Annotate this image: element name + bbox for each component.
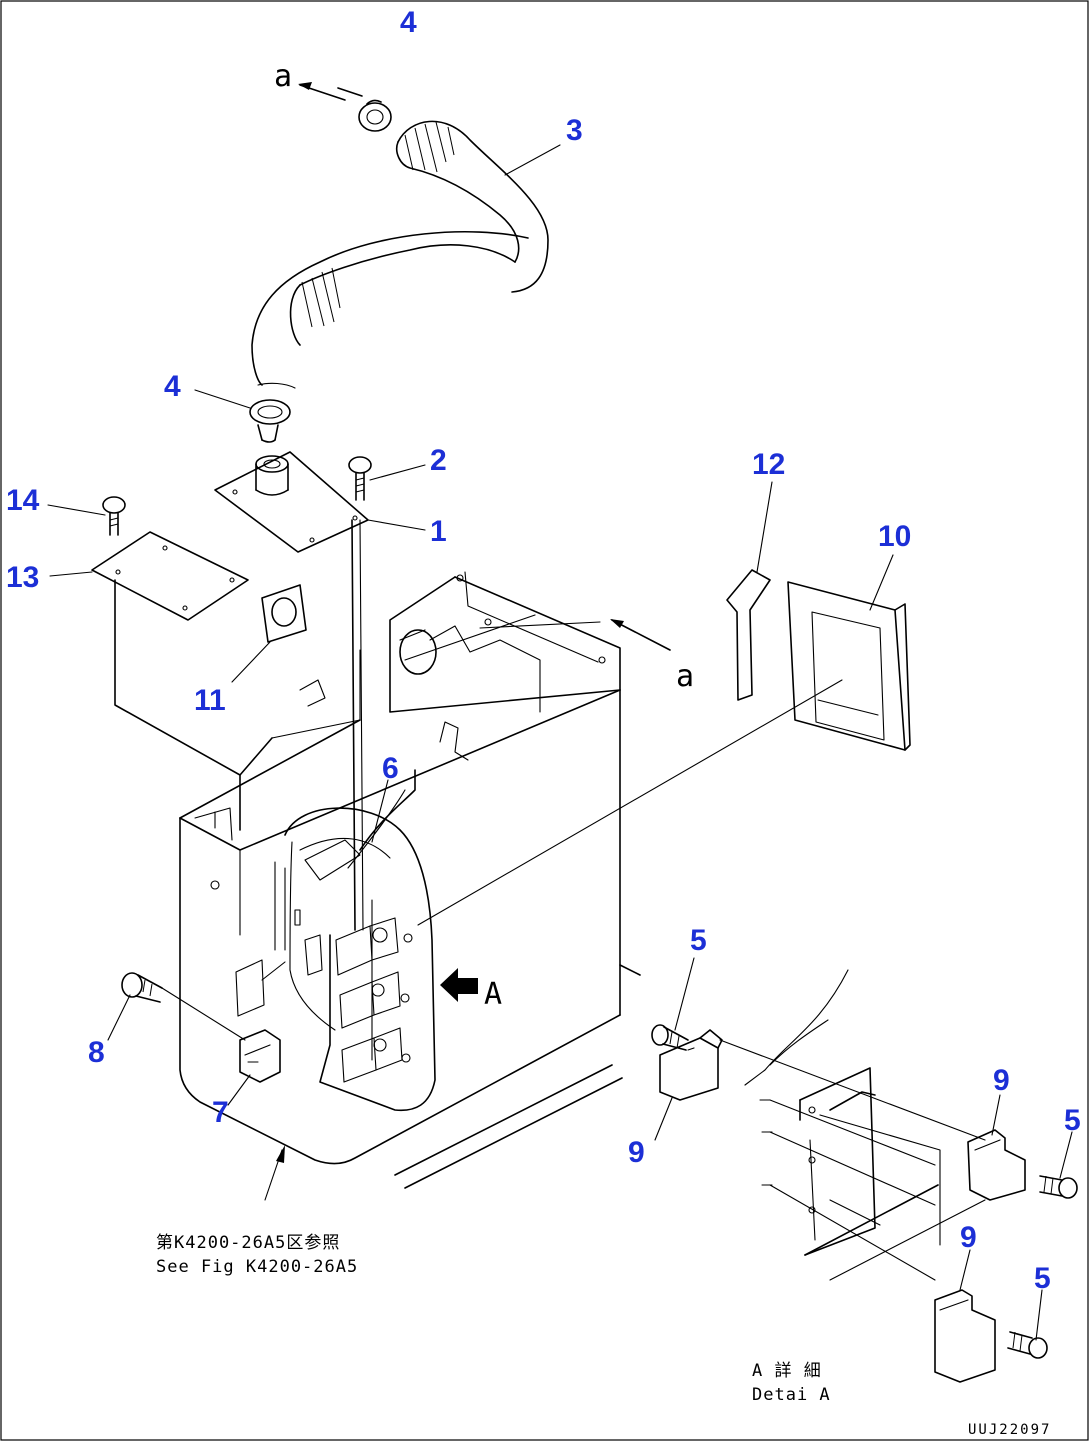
label-9-c: 9 bbox=[960, 1221, 977, 1254]
label-4-top: 4 bbox=[400, 6, 417, 39]
label-6: 6 bbox=[382, 752, 399, 785]
ref-a-right-text: a bbox=[676, 659, 694, 694]
hose-clamp-bottom-part bbox=[249, 399, 291, 443]
label-5-c: 5 bbox=[1034, 1262, 1051, 1295]
label-9-b: 9 bbox=[993, 1064, 1010, 1097]
label-12: 12 bbox=[752, 448, 785, 481]
hose-part bbox=[251, 120, 549, 389]
main-box bbox=[114, 519, 843, 1201]
label-7: 7 bbox=[212, 1096, 229, 1129]
ref-arrow-a-right: a bbox=[610, 619, 694, 694]
label-5-a: 5 bbox=[690, 924, 707, 957]
label-9-a: 9 bbox=[628, 1136, 645, 1169]
window-panel-part bbox=[787, 581, 911, 751]
leader-5c bbox=[1035, 1289, 1043, 1341]
cover-plate-part bbox=[214, 451, 369, 553]
leader-13 bbox=[49, 571, 93, 577]
leader-5b bbox=[1059, 1131, 1073, 1179]
detail-en: Detai A bbox=[752, 1385, 831, 1405]
leader-9a bbox=[654, 1097, 673, 1141]
hose-clamp-top-part bbox=[337, 87, 392, 132]
bolt-left-part bbox=[102, 496, 126, 536]
leader-4b bbox=[194, 389, 251, 409]
leader-10 bbox=[869, 554, 894, 611]
clip-part bbox=[239, 1029, 281, 1083]
view-a-text: A bbox=[484, 977, 502, 1012]
view-a-arrow: A bbox=[440, 968, 502, 1012]
leader-14 bbox=[47, 504, 106, 516]
cover-left-part bbox=[91, 531, 249, 621]
see-fig-jp: 第K4200-26A5区参照 bbox=[156, 1233, 340, 1253]
ref-a-top-text: a bbox=[274, 59, 292, 94]
label-14: 14 bbox=[6, 484, 40, 517]
drawing-code: UUJ22097 bbox=[968, 1422, 1051, 1438]
label-4-bottom: 4 bbox=[164, 370, 181, 403]
leader-9b bbox=[991, 1094, 1001, 1136]
detail-jp: A 詳 細 bbox=[752, 1361, 822, 1381]
bolt-side-part bbox=[121, 972, 246, 1041]
see-fig-en: See Fig K4200-26A5 bbox=[156, 1257, 358, 1277]
leader-8 bbox=[107, 994, 131, 1041]
label-11: 11 bbox=[194, 684, 226, 717]
leader-5a bbox=[674, 957, 695, 1031]
detail-a-assembly bbox=[651, 969, 1078, 1383]
leader-11 bbox=[231, 641, 271, 683]
leader-1 bbox=[367, 519, 426, 531]
leader-7 bbox=[227, 1074, 251, 1106]
leader-3 bbox=[504, 144, 561, 176]
seal-part bbox=[261, 584, 307, 643]
label-3: 3 bbox=[566, 114, 583, 147]
strip-part bbox=[726, 569, 771, 701]
leader-9c bbox=[959, 1249, 971, 1291]
label-8: 8 bbox=[88, 1036, 105, 1069]
bolt-top-part bbox=[348, 456, 372, 501]
label-2: 2 bbox=[430, 444, 447, 477]
label-13: 13 bbox=[6, 561, 39, 594]
base-rails bbox=[394, 964, 641, 1189]
label-5-b: 5 bbox=[1064, 1104, 1081, 1137]
leader-6 bbox=[371, 779, 389, 843]
leader-2 bbox=[369, 464, 426, 481]
label-1: 1 bbox=[430, 515, 447, 548]
label-10: 10 bbox=[878, 520, 911, 553]
ref-arrow-a-top: a bbox=[274, 59, 346, 101]
leader-12 bbox=[756, 481, 773, 573]
